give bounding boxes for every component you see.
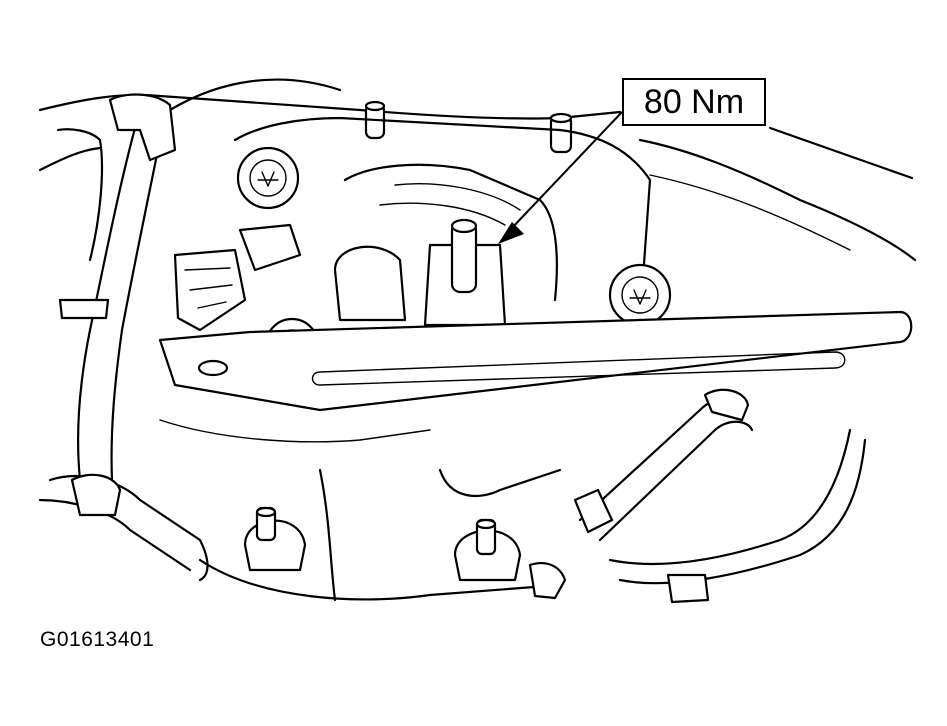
stud-right (549, 112, 573, 154)
hose-assembly (528, 388, 867, 604)
lower-stud-right (453, 518, 522, 582)
left-body-line (38, 146, 102, 172)
upper-right-body-line (768, 126, 914, 180)
figure-id: G01613401 (40, 628, 155, 651)
mount-through-bolt (333, 218, 507, 327)
mount-bracket-outline (233, 116, 652, 322)
electrical-connector (173, 223, 302, 332)
lower-stud-left (243, 506, 307, 572)
upper-left-curve (168, 78, 342, 112)
right-housing-line (638, 138, 917, 262)
lower-housing-line-3 (198, 558, 562, 601)
mount-rib-line (394, 183, 521, 211)
mount-rib-line-2 (379, 202, 506, 226)
right-housing-inner-line (649, 174, 851, 251)
mount-pocket-outline (343, 163, 558, 302)
lower-housing-line-2 (438, 468, 562, 498)
lower-housing-line-4 (159, 419, 431, 443)
callout-leader-arrow (498, 111, 623, 244)
lower-housing-line (318, 468, 337, 602)
crossmember-bar (158, 310, 913, 412)
torque-callout-label: 80 Nm (622, 78, 766, 126)
grommet-upper-left (236, 146, 300, 210)
grommet-right (608, 263, 672, 327)
wiring-harness (38, 93, 209, 582)
